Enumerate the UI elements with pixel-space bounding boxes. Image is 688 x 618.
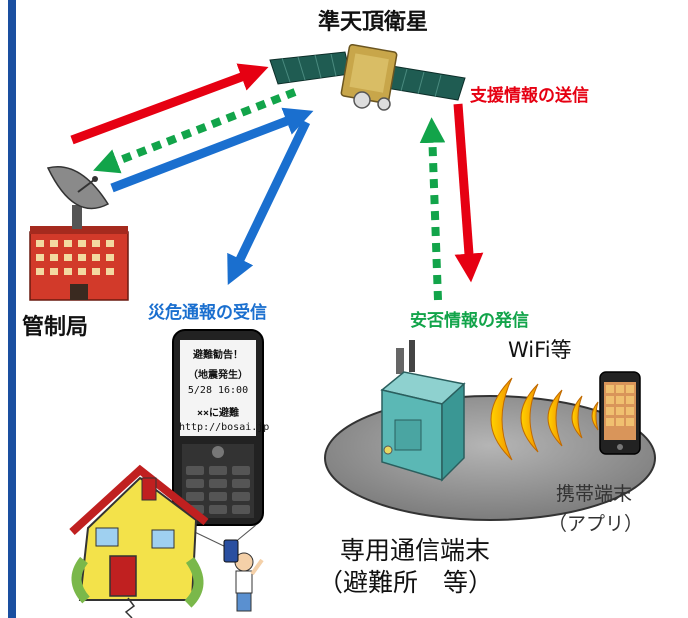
dedicated-terminal-label: 専用通信端末 [340, 536, 491, 565]
support-red-arrow [453, 103, 484, 283]
uplink-blue-arrow [110, 107, 314, 193]
wifi-label: WiFi等 [508, 338, 572, 362]
phone-screen-line-4: ××に避難 [196, 408, 240, 419]
phone-screen-line-5: http://bosai.jp [179, 422, 270, 433]
app-label: （アプリ） [548, 513, 644, 535]
phone-screen-line-3: 5/28 16:00 [187, 385, 249, 396]
left-border-bar [8, 0, 16, 618]
house-icon [69, 464, 209, 618]
ground-station-icon [29, 166, 129, 301]
disaster-report-label: 災危通報の受信 [148, 303, 267, 323]
wifi-waves-icon [490, 377, 599, 461]
support-info-label: 支援情報の送信 [470, 86, 589, 106]
smartphone-icon [599, 371, 641, 455]
phone-screen-line-1: 避難勧告！ [193, 350, 243, 361]
uplink-red-arrow [70, 63, 269, 145]
shelter-label: （避難所 等） [318, 568, 494, 597]
phone-icon [172, 329, 264, 549]
person-icon [223, 539, 264, 612]
safety-green-dotted-arrow [419, 117, 446, 301]
disaster-blue-arrow [227, 120, 311, 285]
satellite-label: 準天頂衛星 [318, 10, 429, 35]
control-station-label: 管制局 [22, 315, 89, 340]
terminal-device-icon [380, 340, 466, 482]
downlink-green-dotted-arrow [93, 88, 297, 174]
safety-info-label: 安否情報の発信 [410, 311, 529, 331]
satellite-icon [269, 43, 466, 111]
phone-screen-line-2: （地震発生） [188, 370, 248, 381]
mobile-terminal-label: 携帯端末 [556, 483, 633, 505]
